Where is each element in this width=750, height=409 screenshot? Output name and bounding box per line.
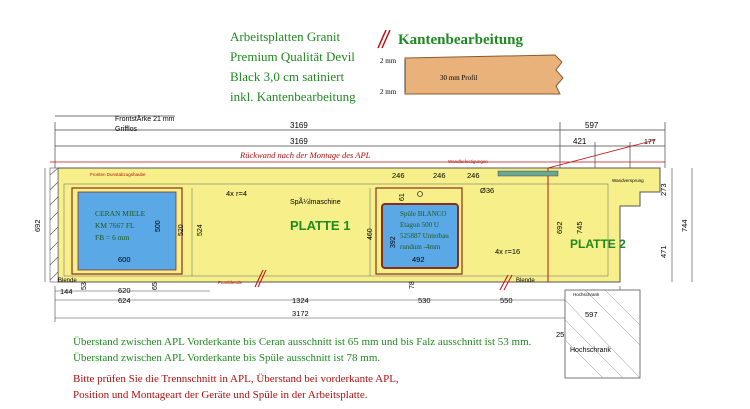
- cabinet-outline: [63, 183, 609, 277]
- cabinet-dim-25: 25: [556, 330, 564, 339]
- small-red-note-2: Wandbefestigungen: [448, 159, 488, 164]
- dishwasher-label: SpÃ¼lmaschine: [290, 197, 341, 206]
- cooktop-frame: [71, 187, 183, 275]
- product-line-1: Arbeitsplatten Granit: [230, 29, 341, 44]
- cooktop-text-3: FB = 6 mm: [95, 233, 130, 242]
- slash-marks: [254, 269, 513, 291]
- plate-1-label: PLATTE 1: [290, 218, 350, 233]
- dim-top-4: 421: [573, 137, 587, 146]
- plate-2-label: PLATTE 2: [570, 237, 626, 251]
- hole-dim: Ø36: [480, 186, 494, 195]
- sink-dim-392: 392: [390, 236, 397, 248]
- sink-dim-246-c: 246: [467, 171, 480, 180]
- dim-top-5: 177: [644, 139, 656, 146]
- cooktop-dim-65: 65: [152, 282, 159, 290]
- blende-right: Blende: [516, 278, 535, 284]
- dim-top-3: 597: [585, 121, 599, 130]
- sink-dim-460: 460: [367, 228, 374, 240]
- cabinet-dim-597: 597: [585, 310, 598, 319]
- bottom-dim-3172: 3172: [292, 309, 309, 318]
- sink-dim-61: 61: [399, 193, 406, 201]
- note-red-2: Position und Montageart der Geräte und S…: [73, 389, 368, 401]
- small-red-note-3: Frontblende: [218, 280, 243, 285]
- sink-text-3: 525887 Unterbau: [400, 232, 449, 240]
- blende-left: Blende: [58, 278, 77, 284]
- small-red-note-1: Fronten Dunstabzugshaube: [90, 172, 146, 177]
- side-dim-744: 744: [680, 219, 689, 232]
- product-line-3: Black 3,0 cm satiniert: [230, 69, 345, 84]
- cooktop-text-1: CERAN MIELE: [95, 209, 146, 218]
- sink-dim-246-b: 246: [433, 171, 446, 180]
- bottom-dim-624: 624: [118, 296, 131, 305]
- tall-cabinet-small: Hochschrank: [573, 292, 600, 297]
- sink-dim-492: 492: [412, 255, 425, 264]
- sink-frame: [375, 187, 463, 275]
- sink-text-4: rundum -4mm: [400, 243, 441, 251]
- side-dim-692-right: 692: [555, 221, 564, 234]
- side-dim-692-left: 692: [33, 219, 42, 232]
- cooktop-dim-600: 600: [118, 255, 131, 264]
- header-slash-mark: [377, 29, 391, 49]
- tall-cabinet-hatch: [564, 289, 641, 379]
- sink-cutout: [381, 203, 459, 269]
- bottom-dim-550: 550: [500, 296, 513, 305]
- top-dimension-lines: [54, 115, 666, 168]
- edge-profile: [404, 54, 564, 95]
- tall-cabinet-label: Hochschrank: [570, 347, 611, 354]
- product-line-2: Premium Qualität Devil: [230, 49, 355, 64]
- sink-dim-246-a: 246: [392, 171, 405, 180]
- side-dim-273: 273: [659, 183, 668, 196]
- note-green-2: Überstand zwischen APL Vorderkante bis S…: [73, 352, 381, 364]
- radius-note-1: 4x r=4: [226, 189, 247, 198]
- sink-text-2: Etagon 500 U: [400, 221, 439, 229]
- sink-dim-78: 78: [409, 281, 416, 289]
- front-note-2: Grifflos: [115, 126, 138, 133]
- countertop: [57, 167, 661, 283]
- bottom-dim-1324: 1324: [292, 296, 309, 305]
- dim-top-1: 3169: [290, 121, 308, 130]
- cooktop-dim-500: 500: [155, 220, 162, 232]
- wall-offset-note: Wandversprung: [612, 178, 644, 183]
- cooktop-dim-620: 620: [118, 286, 131, 295]
- bottom-dim-53: 53: [81, 282, 88, 290]
- note-red-1: Bitte prüfen Sie die Trennschnitt in APL…: [73, 373, 399, 385]
- backsplash-strip: [497, 170, 559, 177]
- bottom-dimension-lines: [54, 286, 621, 322]
- cooktop-cutout: [77, 191, 177, 271]
- cooktop-text-2: KM 7667 FL: [95, 221, 135, 230]
- product-description: Arbeitsplatten Granit Premium Qualität D…: [230, 27, 356, 107]
- radius-note-2: 4x r=16: [495, 247, 520, 256]
- edge-dim-top: 2 mm: [380, 57, 397, 65]
- front-note-1: FrontstÄrke 21 mm: [115, 115, 175, 123]
- edge-processing-title: Kantenbearbeitung: [398, 32, 524, 48]
- left-wall-hatch: [49, 167, 59, 283]
- bottom-dim-530: 530: [418, 296, 431, 305]
- edge-dim-bottom: 2 mm: [380, 88, 397, 96]
- dim-top-2: 3169: [290, 137, 308, 146]
- side-dim-745: 745: [575, 221, 584, 234]
- side-dimension-lines: [44, 168, 693, 282]
- note-green-1: Überstand zwischen APL Vorderkante bis C…: [73, 336, 532, 348]
- side-dim-471: 471: [659, 245, 668, 258]
- product-line-4: inkl. Kantenbearbeitung: [230, 89, 356, 104]
- tap-hole: [417, 191, 423, 197]
- sink-text-1: Spüle BLANCO: [400, 210, 446, 218]
- cooktop-dim-520: 520: [178, 224, 185, 236]
- cooktop-dim-524: 524: [197, 224, 204, 236]
- edge-profile-label: 30 mm Profil: [440, 74, 477, 82]
- backwall-note: Rückwand nach der Montage des APL: [239, 150, 371, 160]
- bottom-dim-144: 144: [60, 287, 73, 296]
